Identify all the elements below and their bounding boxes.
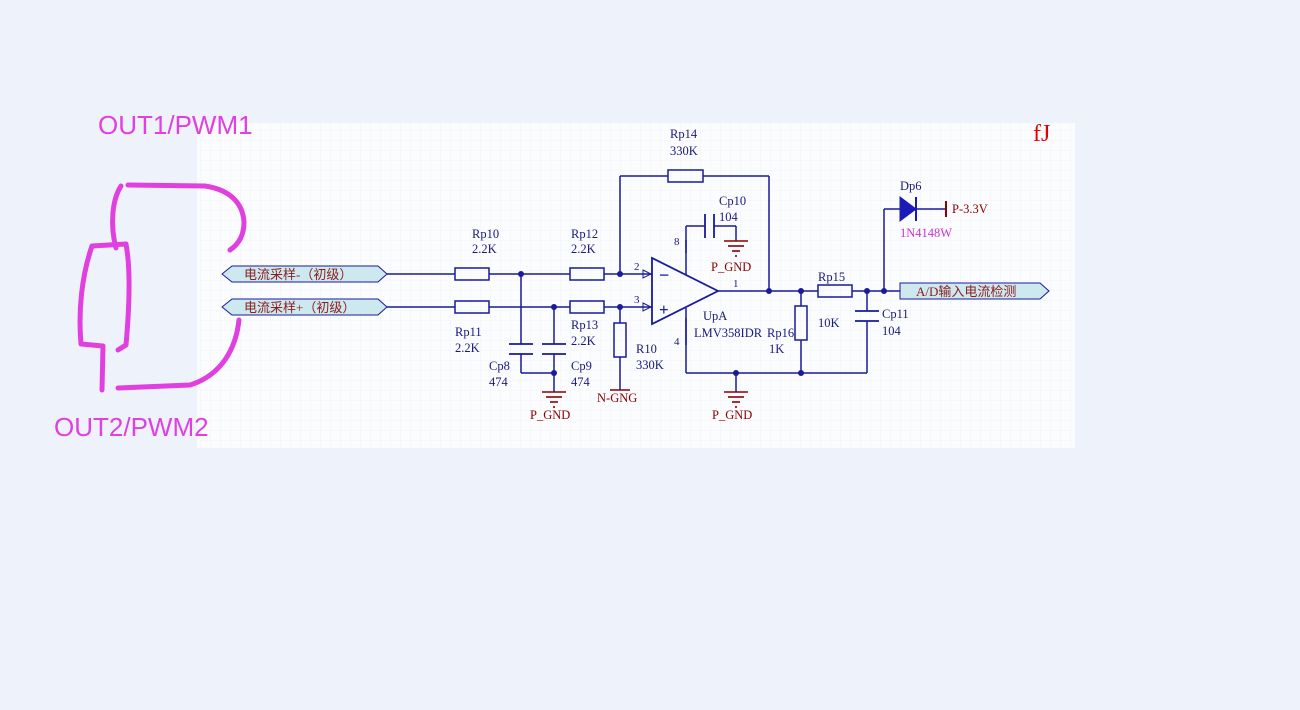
label-upa-value: LMV358IDR	[694, 326, 763, 340]
label-rp15-ref: Rp15	[818, 270, 845, 284]
label-rp15-value: 10K	[818, 316, 840, 330]
ground-symbol-cp8	[542, 391, 566, 408]
opamp-plus-sign: +	[659, 300, 669, 319]
pin-number-4: 4	[674, 336, 680, 348]
label-rp16-value: 1K	[769, 342, 784, 356]
resistor-rp12	[569, 267, 605, 281]
net-label-supply: P-3.3V	[952, 202, 988, 216]
label-r10-ref: R10	[636, 342, 657, 356]
label-rp12-ref: Rp12	[571, 227, 598, 241]
resistor-rp16	[794, 305, 808, 341]
net-label-pgnd-cp10: P_GND	[711, 260, 751, 274]
label-rp10-ref: Rp10	[472, 227, 499, 241]
net-label-pgnd-cp8: P_GND	[530, 408, 570, 422]
capacitor-cp9	[542, 343, 566, 355]
corner-mark: fJ	[1033, 121, 1050, 147]
resistor-rp11	[454, 300, 490, 314]
label-cp9-ref: Cp9	[571, 359, 592, 373]
label-cp10-ref: Cp10	[719, 194, 746, 208]
label-rp13-ref: Rp13	[571, 318, 598, 332]
capacitor-cp10	[704, 214, 715, 238]
pin-number-1: 1	[733, 278, 739, 290]
junctions	[518, 271, 887, 376]
label-rp14-ref: Rp14	[670, 127, 698, 141]
label-cp11-ref: Cp11	[882, 307, 909, 321]
label-rp11-ref: Rp11	[455, 325, 482, 339]
diode-dp6	[899, 196, 917, 222]
label-dp6-ref: Dp6	[900, 179, 922, 193]
annotation-out1: OUT1/PWM1	[98, 110, 253, 140]
opamp-minus-sign: −	[659, 265, 669, 285]
label-cp8-ref: Cp8	[489, 359, 510, 373]
label-rp11-value: 2.2K	[455, 341, 480, 355]
ground-symbol-cp10	[724, 240, 748, 257]
pin-number-2: 2	[634, 261, 640, 273]
resistor-rp10	[454, 267, 490, 281]
handdrawn-annotation	[77, 182, 247, 393]
label-cp10-value: 104	[719, 210, 739, 224]
port-sense-minus	[221, 265, 388, 283]
pin-number-3: 3	[634, 294, 640, 306]
label-r10-value: 330K	[636, 358, 664, 372]
label-cp8-value: 474	[489, 375, 509, 389]
wires	[387, 175, 946, 392]
label-rp12-value: 2.2K	[571, 242, 596, 256]
capacitor-cp8	[509, 343, 533, 355]
port-sense-minus-label: 电流采样-（初级）	[244, 267, 352, 282]
ground-symbol-opamp	[724, 391, 748, 408]
opamp-upa: − +	[642, 240, 721, 345]
label-cp11-value: 104	[882, 324, 902, 338]
capacitor-cp11	[855, 310, 879, 322]
port-sense-plus	[221, 298, 388, 316]
label-rp14-value: 330K	[670, 144, 698, 158]
label-rp13-value: 2.2K	[571, 334, 596, 348]
resistor-rp14	[667, 169, 704, 183]
label-dp6-value: 1N4148W	[900, 226, 952, 240]
port-sense-plus-label: 电流采样+（初级）	[244, 300, 355, 315]
pin-number-8: 8	[674, 236, 680, 248]
label-upa-ref: UpA	[703, 309, 727, 323]
label-cp9-value: 474	[571, 375, 591, 389]
port-adc-out-label: A/D输入电流检测	[916, 284, 1016, 299]
net-label-ngnd: N-GNG	[597, 391, 637, 405]
resistor-rp15	[817, 284, 853, 298]
annotation-out2: OUT2/PWM2	[54, 412, 209, 442]
port-adc-out	[899, 282, 1050, 300]
label-rp16-ref: Rp16	[767, 326, 794, 340]
resistor-r10	[613, 322, 627, 358]
resistor-rp13	[569, 300, 605, 314]
label-rp10-value: 2.2K	[472, 242, 497, 256]
net-label-pgnd-opamp: P_GND	[712, 408, 752, 422]
